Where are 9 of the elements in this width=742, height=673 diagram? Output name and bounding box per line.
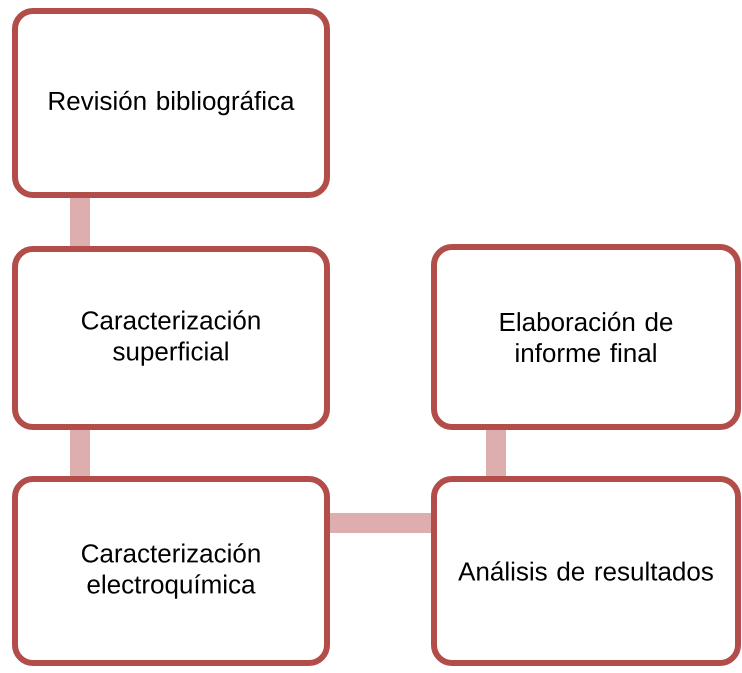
connector-bar (70, 198, 90, 246)
process-box: Elaboración de informe final (431, 244, 741, 430)
connector-bar (330, 513, 431, 533)
connector-bar (486, 430, 506, 476)
process-box: Caracterización electroquímica (12, 476, 330, 666)
process-box: Revisión bibliográfica (12, 8, 330, 198)
process-box: Análisis de resultados (431, 476, 741, 666)
connector-bar (70, 430, 90, 476)
process-box: Caracterización superficial (12, 246, 330, 430)
